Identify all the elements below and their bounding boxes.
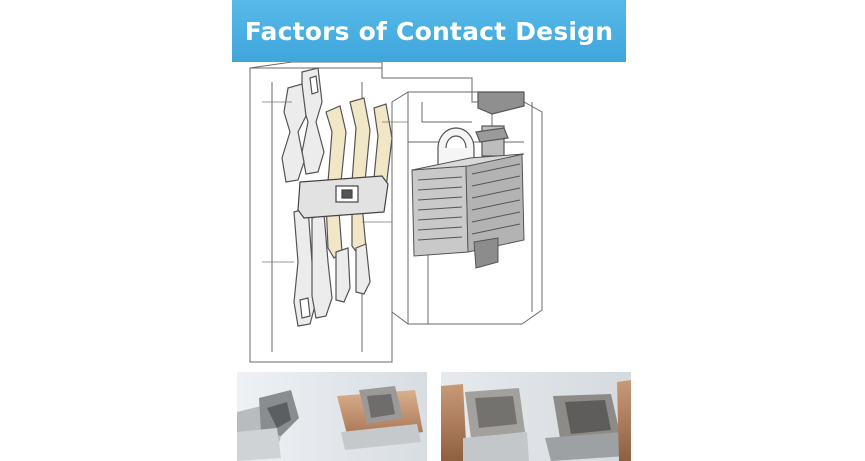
contact-photo-2 bbox=[441, 372, 631, 461]
contact-photo-2-svg bbox=[441, 372, 631, 461]
contact-photo-1-svg bbox=[237, 372, 427, 461]
contact-photo-1 bbox=[237, 372, 427, 461]
title-banner: Factors of Contact Design bbox=[232, 0, 626, 62]
contactor-svg bbox=[249, 61, 543, 363]
banner-title: Factors of Contact Design bbox=[244, 16, 614, 46]
contactor-drawing bbox=[232, 61, 626, 368]
